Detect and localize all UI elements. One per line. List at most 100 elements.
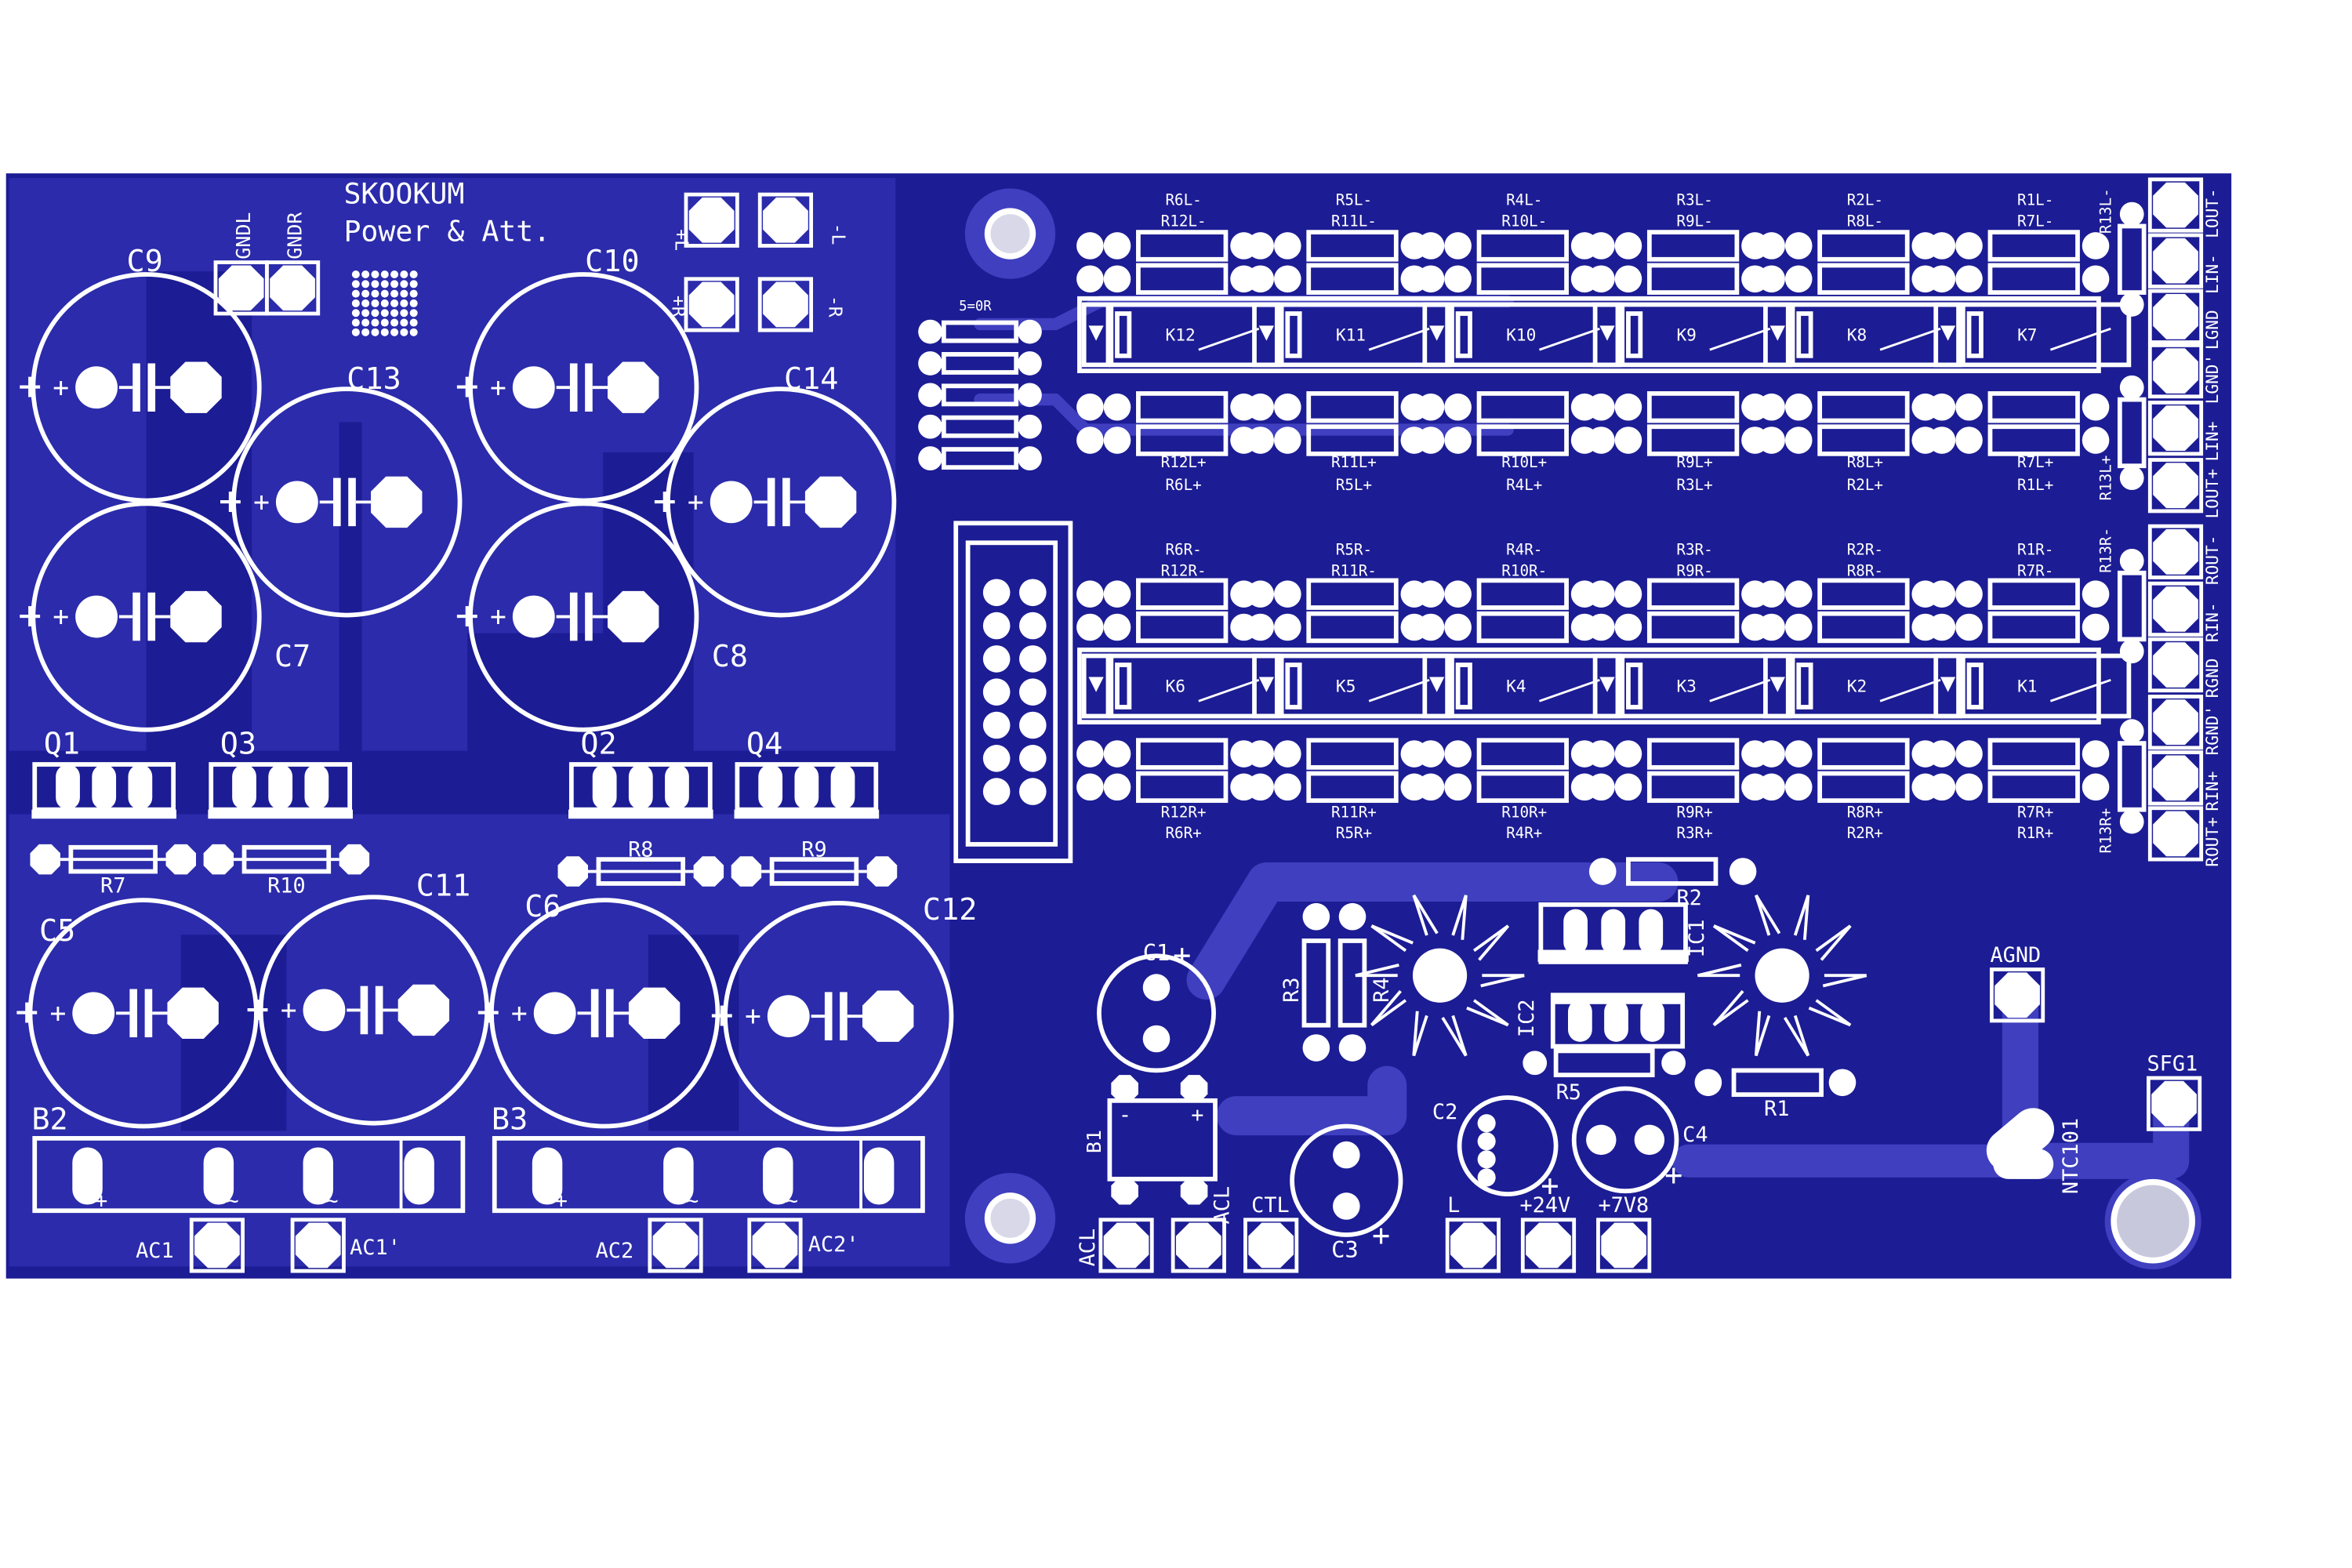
- relay-label: K9: [1676, 325, 1696, 345]
- res-pad: [1588, 393, 1615, 421]
- res-pad: [1444, 265, 1472, 293]
- connector-loutplus-label: LOUT+: [2202, 469, 2222, 519]
- res-pad: [1076, 613, 1104, 641]
- b1-pad: [1180, 1075, 1208, 1102]
- bridge-plus: +: [95, 1189, 107, 1213]
- res-pad: [557, 856, 588, 887]
- connector-ac2-label: AC2: [596, 1239, 634, 1263]
- cap-pad-neg: [371, 476, 423, 528]
- connector-lr-3: -R: [757, 277, 845, 332]
- c3-label: C3: [1331, 1236, 1359, 1263]
- res-label: R4R-: [1506, 541, 1542, 559]
- bridge-b3: B3+~~: [492, 1102, 925, 1213]
- res-pad: [2082, 265, 2110, 293]
- c1-label: C1: [1143, 939, 1171, 966]
- resistor-label: R10: [267, 873, 306, 898]
- header-pad: [918, 383, 942, 408]
- transistor-q3: Q3: [208, 727, 353, 819]
- connector-ac2p-pad: [752, 1222, 798, 1269]
- capacitor-c12: ++C12: [710, 892, 977, 1132]
- connector-sfg1-pad: [2151, 1080, 2197, 1127]
- cap-plus-inner: +: [49, 998, 66, 1029]
- b1-pad: [1111, 1075, 1138, 1102]
- idc-pins: [982, 579, 1047, 805]
- res-pad: [1955, 580, 1983, 608]
- board-title: SKOOKUM: [343, 177, 464, 211]
- res-pad: [1274, 740, 1301, 768]
- res-pad: [1758, 613, 1785, 641]
- cap-plus-inner: +: [688, 487, 704, 518]
- cap-plus-outer: +: [653, 478, 677, 524]
- connector-rgnd-label: RGND: [2202, 658, 2222, 698]
- res-pad: [1928, 773, 1956, 801]
- res-pad: [1076, 265, 1104, 293]
- transistor-label: Q1: [44, 727, 80, 762]
- cap-plus-inner: +: [53, 372, 69, 404]
- res-label: R7R-: [2017, 562, 2053, 580]
- res-pad: [1955, 265, 1983, 293]
- res-label: R2R+: [1847, 824, 1883, 842]
- resistor-r9: R9: [731, 837, 898, 887]
- cap-plus-outer: +: [710, 993, 734, 1038]
- header-pad: [1018, 414, 1042, 439]
- res-pad: [1274, 426, 1301, 454]
- res-pad: [1076, 740, 1104, 768]
- idc-pin: [982, 711, 1011, 739]
- c2-pad: [1477, 1114, 1496, 1133]
- b1-label: B1: [1083, 1130, 1105, 1153]
- connector-lr-2: +R: [668, 277, 739, 332]
- res-pad: [1103, 613, 1131, 641]
- res-pad: [1444, 773, 1472, 801]
- res-label: R8L+: [1847, 453, 1883, 471]
- psu-connector-2-label: CTL: [1251, 1193, 1290, 1218]
- idc-pin: [982, 745, 1011, 772]
- relay-label: K8: [1847, 325, 1867, 345]
- res-label: R12R-: [1161, 562, 1207, 580]
- cap-pad-pos: [710, 481, 753, 524]
- c2-plus: +: [1541, 1168, 1559, 1203]
- psu-connector-1-label: ACL: [1210, 1186, 1234, 1225]
- res-pad: [1928, 265, 1956, 293]
- connector-routminus-label: ROUT-: [2202, 535, 2222, 586]
- cap-pad-neg: [628, 987, 681, 1039]
- cap-pad-neg: [608, 590, 659, 643]
- psu-connector-3: L: [1445, 1193, 1501, 1273]
- res-pad: [1588, 613, 1615, 641]
- transistor-label: Q2: [580, 727, 616, 762]
- r13-pad: [2119, 201, 2144, 227]
- c1-pad: [1142, 1025, 1171, 1053]
- header-pad: [918, 414, 942, 439]
- res-pad: [1928, 740, 1956, 768]
- res-pad: [1955, 393, 1983, 421]
- relay-label: K6: [1166, 677, 1185, 696]
- res-pad: [1588, 426, 1615, 454]
- relay-label: K7: [2017, 325, 2037, 345]
- connector-lr-2-label: +R: [668, 296, 688, 318]
- res-pad: [1103, 740, 1131, 768]
- ic2-label: IC2: [1515, 999, 1539, 1037]
- res-label: R10L+: [1501, 453, 1547, 471]
- res-label: R5R-: [1336, 541, 1372, 559]
- res-label: R4L+: [1506, 476, 1542, 494]
- r13-label: R13R-: [2096, 528, 2114, 573]
- capacitor-label: C13: [347, 361, 401, 397]
- res-pad: [866, 856, 898, 887]
- cap-pad-pos: [512, 595, 555, 638]
- res-label: R12R+: [1161, 803, 1207, 821]
- psu-connector-5-pad: [1601, 1222, 1646, 1269]
- cap-pad-neg: [862, 990, 914, 1042]
- c4-label: C4: [1682, 1123, 1708, 1147]
- connector-lgnd: LGND: [2147, 289, 2222, 350]
- cap-plus-outer: +: [245, 986, 269, 1032]
- connector-ac2-pad: [652, 1222, 699, 1269]
- capacitor-label: C7: [274, 639, 310, 674]
- connector-rgndp-pad: [2153, 699, 2198, 745]
- connector-linplus-pad: [2153, 405, 2198, 451]
- resistor-r10: R10: [203, 844, 370, 898]
- res-pad: [1103, 232, 1131, 260]
- res-pad: [1103, 393, 1131, 421]
- res-label: R11L-: [1331, 212, 1377, 230]
- res-label: R7L+: [2017, 453, 2053, 471]
- c4-pad: [1586, 1124, 1617, 1156]
